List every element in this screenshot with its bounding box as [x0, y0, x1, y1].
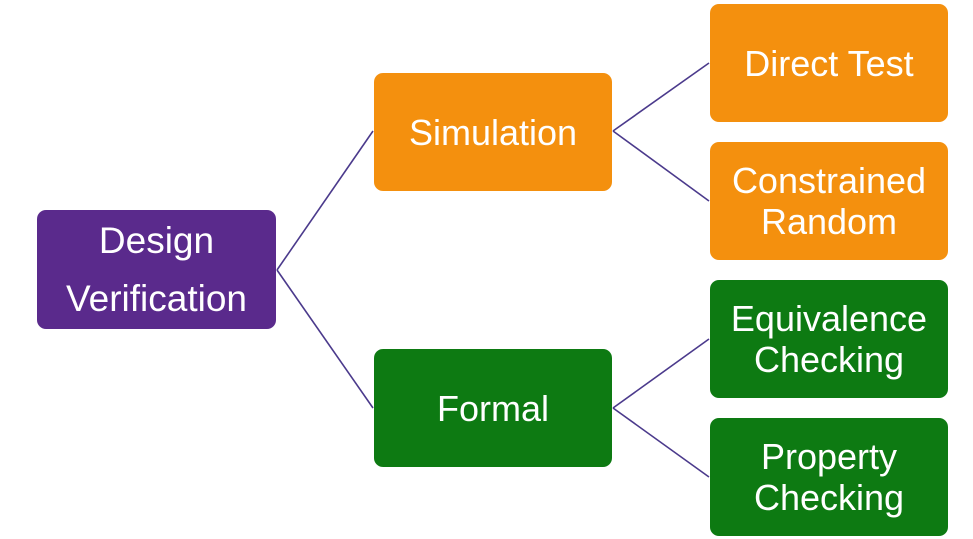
constrained-random-node: Constrained Random: [710, 142, 948, 260]
root-label-line-1: Design: [98, 219, 215, 261]
constrained-random-label-line-2: Random: [760, 201, 898, 242]
equivalence-checking-label-line-1: Equivalence: [730, 298, 928, 339]
property-checking-node: Property Checking: [710, 418, 948, 536]
simulation-node: Simulation: [374, 73, 612, 191]
equivalence-checking-node: Equivalence Checking: [710, 280, 948, 398]
design-verification-node: Design Verification: [37, 210, 276, 329]
direct-test-label: Direct Test: [744, 42, 914, 84]
constrained-random-label-line-1: Constrained: [731, 160, 927, 201]
connector-simulation-direct-test: [612, 62, 710, 132]
equivalence-checking-label-line-2: Checking: [753, 339, 905, 380]
connector-root-simulation: [276, 130, 374, 271]
formal-node: Formal: [374, 349, 612, 467]
connector-simulation-constrained-random: [612, 130, 710, 202]
connector-formal-property-checking: [612, 407, 710, 478]
property-checking-label-line-1: Property: [760, 436, 898, 477]
connector-formal-equivalence-checking: [612, 338, 710, 409]
direct-test-node: Direct Test: [710, 4, 948, 122]
root-label-line-2: Verification: [66, 277, 247, 319]
property-checking-label-line-2: Checking: [753, 477, 905, 518]
connector-root-formal: [276, 269, 374, 409]
simulation-label: Simulation: [408, 111, 578, 153]
formal-label: Formal: [436, 387, 549, 429]
